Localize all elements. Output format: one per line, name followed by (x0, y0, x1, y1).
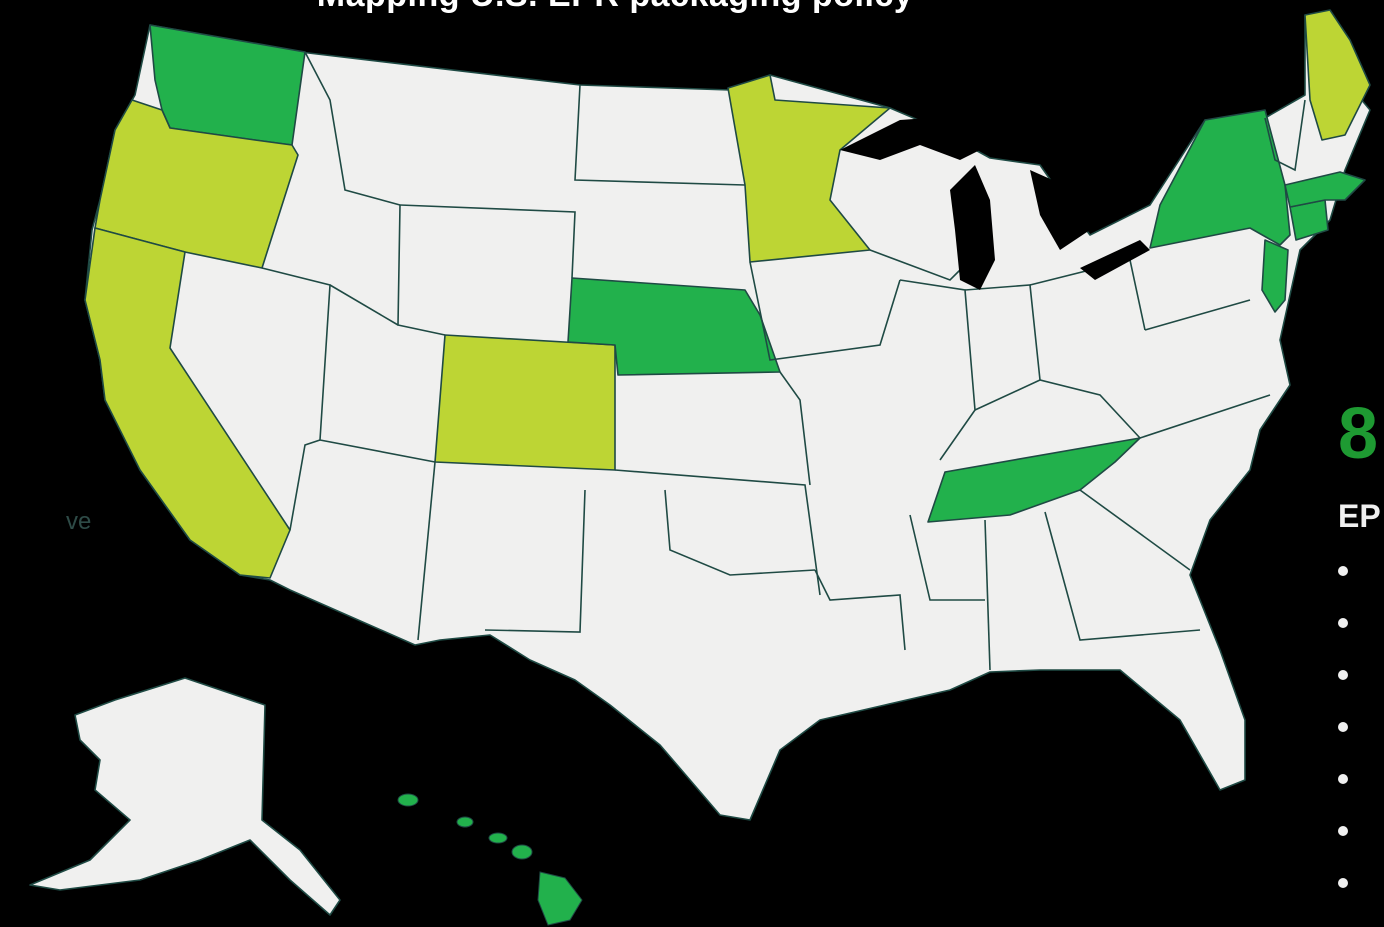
bullet-item (1336, 556, 1348, 608)
state-count-stat: 8 (1338, 394, 1379, 474)
bullet-item (1336, 608, 1348, 660)
state-bullet-list (1336, 556, 1348, 920)
state-nebraska (567, 277, 781, 376)
bullet-item (1336, 816, 1348, 868)
state-oregon (94, 99, 299, 269)
lake-superior (840, 115, 1000, 160)
legend-fragment: ve (66, 508, 92, 535)
state-maine (1304, 9, 1371, 141)
state-borders (261, 51, 1306, 671)
state-alaska (29, 677, 341, 916)
bullet-item (1336, 868, 1348, 920)
state-california (84, 227, 291, 579)
state-colorado (434, 334, 616, 471)
state-hawaii (397, 793, 583, 926)
lake-erie (1080, 240, 1150, 280)
state-new-york (1149, 109, 1291, 249)
bullet-item (1336, 764, 1348, 816)
lake-huron (1030, 170, 1090, 250)
state-new-jersey (1261, 239, 1289, 313)
state-washington (149, 24, 306, 146)
bullet-item (1336, 660, 1348, 712)
state-minnesota (727, 74, 891, 263)
panel-heading: EP (1338, 498, 1381, 534)
bullet-item (1336, 712, 1348, 764)
page-title: Mapping U.S. EPR packaging policy (0, 0, 1230, 15)
state-massachusetts (1284, 171, 1366, 208)
lake-michigan (950, 165, 995, 290)
